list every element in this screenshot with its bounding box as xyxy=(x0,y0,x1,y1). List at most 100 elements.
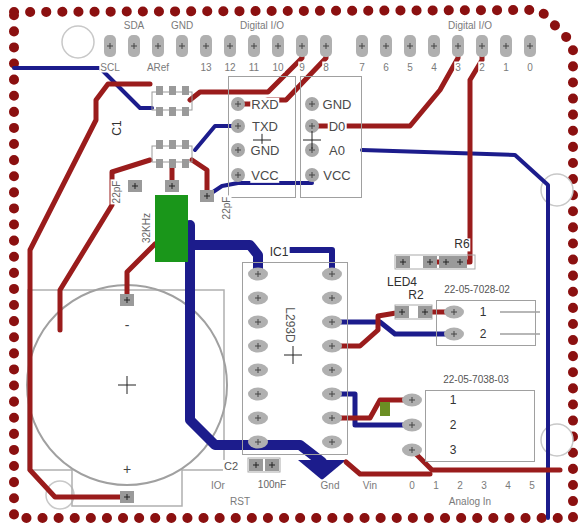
pin-label: 9 xyxy=(298,62,306,73)
pad xyxy=(182,86,189,95)
capacitor-pad xyxy=(265,459,279,471)
part-value: L293D xyxy=(282,306,295,343)
connector-pad xyxy=(402,394,422,407)
part-number: 22-05-7028-02 xyxy=(443,284,511,295)
pin-label: 4 xyxy=(430,62,438,73)
ic-pad xyxy=(322,364,342,377)
header-pad xyxy=(104,35,116,57)
pin-label: 3 xyxy=(480,480,488,491)
ic-pad xyxy=(248,388,268,401)
pin-label: SCL xyxy=(99,62,120,73)
ic-pad xyxy=(248,268,268,281)
header-label: Digital I/O xyxy=(447,20,493,31)
pin-label: D0 xyxy=(328,120,347,134)
header-pad xyxy=(224,35,236,57)
header-label: Digital I/O xyxy=(239,20,285,31)
pin-label: Vin xyxy=(362,480,378,491)
header-pad xyxy=(152,35,164,57)
resistor-pad xyxy=(418,306,432,318)
ic-pad xyxy=(248,412,268,425)
pin-label: Gnd xyxy=(320,480,341,491)
connector-pad xyxy=(444,328,464,341)
resistor-pad xyxy=(453,256,467,268)
pin-label: 3 xyxy=(454,62,462,73)
module-outline: RXDTXDGNDVCC xyxy=(228,76,296,198)
header-pad xyxy=(476,35,488,57)
pin-label: 2 xyxy=(478,62,486,73)
module-pad xyxy=(231,143,245,157)
header-label: RST xyxy=(229,496,251,507)
connector-outline: 22-05-7038-03123 xyxy=(425,390,535,462)
ic-pad xyxy=(322,316,342,329)
ic-pad xyxy=(322,292,342,305)
trace xyxy=(346,462,430,474)
pin-label: 10 xyxy=(271,62,284,73)
pin-number: 2 xyxy=(449,419,458,432)
pin-label: TXD xyxy=(251,120,279,134)
battery-pad xyxy=(120,294,134,306)
resistor-outline xyxy=(395,305,432,319)
pin-label: 12 xyxy=(223,62,236,73)
pin-label: 7 xyxy=(358,62,366,73)
center-mark xyxy=(284,346,302,364)
led-pad xyxy=(396,256,410,268)
part-value: 100nF xyxy=(257,479,287,490)
pin-label: 2 xyxy=(456,480,464,491)
header-pad xyxy=(524,35,536,57)
mounting-hole xyxy=(62,26,94,58)
ic-pad xyxy=(248,316,268,329)
ic-pad xyxy=(322,436,342,449)
pin-label: VCC xyxy=(250,169,279,183)
capacitor-pad xyxy=(165,180,179,192)
pin-label: A0 xyxy=(328,144,346,158)
pin-label: 4 xyxy=(504,480,512,491)
header-pads xyxy=(104,35,536,57)
center-mark xyxy=(303,131,321,149)
header-pad xyxy=(380,35,392,57)
pad xyxy=(169,159,176,168)
pin-label: GND xyxy=(322,98,353,112)
header-pad xyxy=(404,35,416,57)
module-pad xyxy=(305,168,319,182)
pin-label: 13 xyxy=(199,62,212,73)
header-pad xyxy=(356,35,368,57)
header-label: Analog In xyxy=(448,496,492,507)
pin-number: 2 xyxy=(479,328,488,341)
ic-pad xyxy=(322,340,342,353)
part-name: R2 xyxy=(407,289,424,302)
pad xyxy=(182,107,189,116)
pin-label: GND xyxy=(170,20,194,31)
header-pad xyxy=(428,35,440,57)
pin-label: 5 xyxy=(406,62,414,73)
part-name: LED4 xyxy=(386,276,418,289)
pad xyxy=(156,86,163,95)
led-resistor-outline xyxy=(395,255,475,269)
capacitor-pad xyxy=(200,190,214,202)
pin-label: 5 xyxy=(528,480,536,491)
pad xyxy=(156,159,163,168)
pin-label: 0 xyxy=(526,62,534,73)
trace xyxy=(332,394,412,425)
header-pad xyxy=(500,35,512,57)
trace xyxy=(207,183,312,196)
trace xyxy=(332,400,412,418)
module-pad xyxy=(231,168,245,182)
trace xyxy=(312,46,458,126)
part-name: C1 xyxy=(111,119,124,136)
pin-label: VCC xyxy=(322,169,351,183)
connector-pad xyxy=(402,419,422,432)
module-pad xyxy=(305,97,319,111)
ic-pad xyxy=(248,436,268,449)
resistor-pad xyxy=(395,306,409,318)
polarity-mark: - xyxy=(124,318,131,333)
connector-pad xyxy=(444,306,464,319)
resistor-pad xyxy=(439,256,453,268)
header-pad xyxy=(272,35,284,57)
battery-pad xyxy=(120,491,134,503)
center-mark xyxy=(118,376,136,394)
trace xyxy=(30,84,150,497)
pin-number: 3 xyxy=(449,444,458,457)
